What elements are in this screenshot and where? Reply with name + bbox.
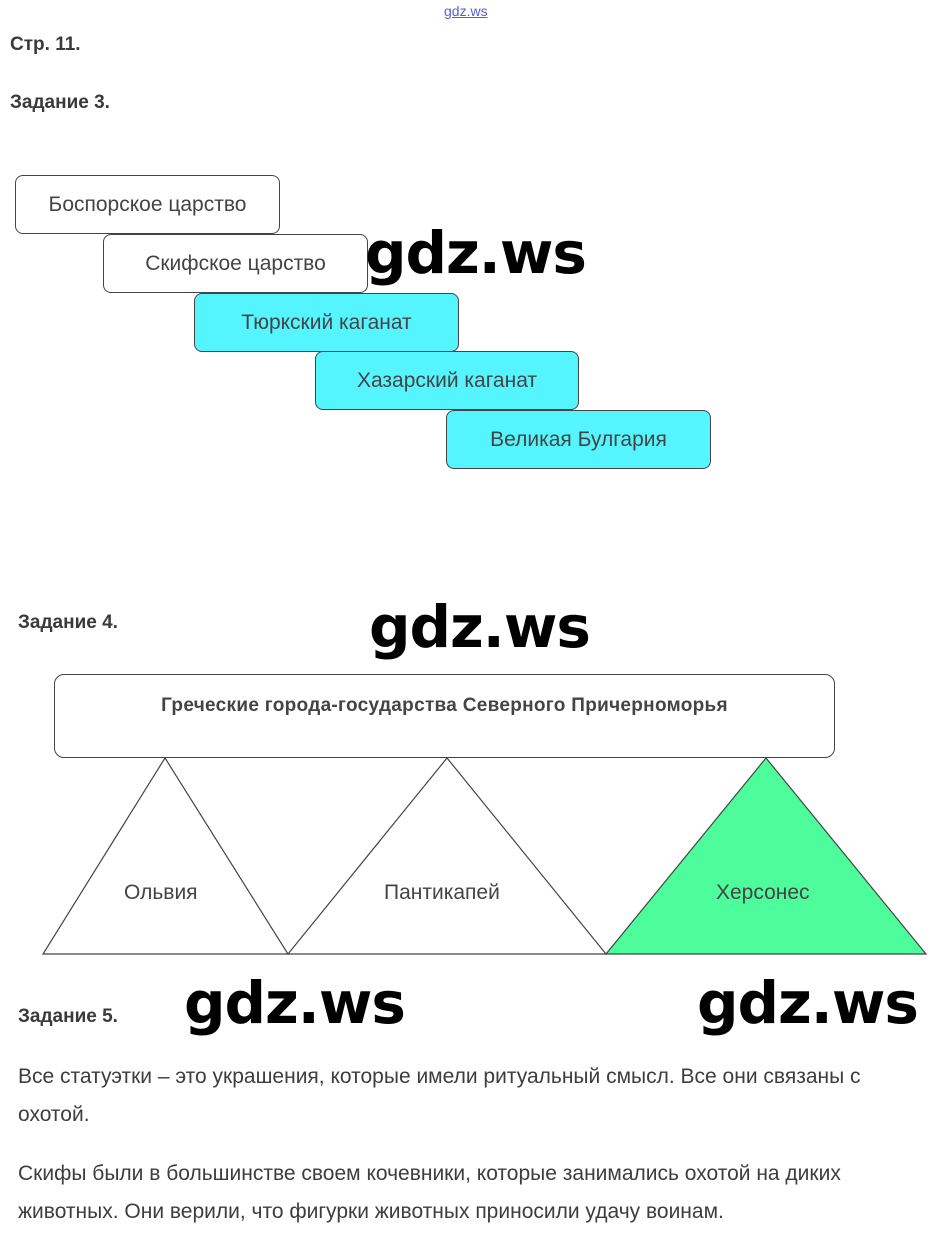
box-label: Хазарский каганат — [356, 368, 538, 392]
box-label: Тюркский каганат — [241, 310, 412, 334]
task4-title: Задание 4. — [18, 612, 118, 633]
triangle-olbia — [41, 756, 290, 955]
task5-title: Задание 5. — [18, 1006, 118, 1027]
watermark: gdz.ws — [369, 593, 591, 661]
box-label: Боспорское царство — [48, 192, 247, 216]
box-turkic: Тюркский каганат — [194, 293, 459, 352]
box-label: Скифское царство — [145, 251, 326, 275]
watermark: gdz.ws — [184, 969, 406, 1037]
label-olbia: Ольвия — [124, 881, 198, 904]
site-link[interactable]: gdz.ws — [444, 3, 488, 19]
diagram-header: Греческие города-государства Северного П… — [54, 674, 835, 758]
task3-title: Задание 3. — [10, 92, 110, 113]
watermark: gdz.ws — [697, 969, 919, 1037]
label-chersonesus: Херсонес — [716, 881, 810, 904]
label-panticapaeum: Пантикапей — [384, 881, 500, 904]
box-bosporus: Боспорское царство — [15, 175, 280, 234]
triangle-chersonesus — [604, 757, 928, 955]
box-label: Великая Булгария — [490, 427, 667, 451]
box-bulgaria: Великая Булгария — [446, 410, 711, 469]
paragraph-1: Все статуэтки – это украшения, которые и… — [18, 1065, 861, 1126]
diagram-header-text: Греческие города-государства Северного П… — [161, 695, 728, 716]
box-khazar: Хазарский каганат — [315, 351, 579, 410]
watermark: gdz.ws — [365, 219, 587, 287]
page-number: Стр. 11. — [10, 34, 81, 55]
box-scythian: Скифское царство — [103, 234, 368, 293]
paragraph-2: Скифы были в большинстве своем кочевники… — [18, 1162, 841, 1223]
triangle-panticapaeum — [286, 757, 608, 955]
